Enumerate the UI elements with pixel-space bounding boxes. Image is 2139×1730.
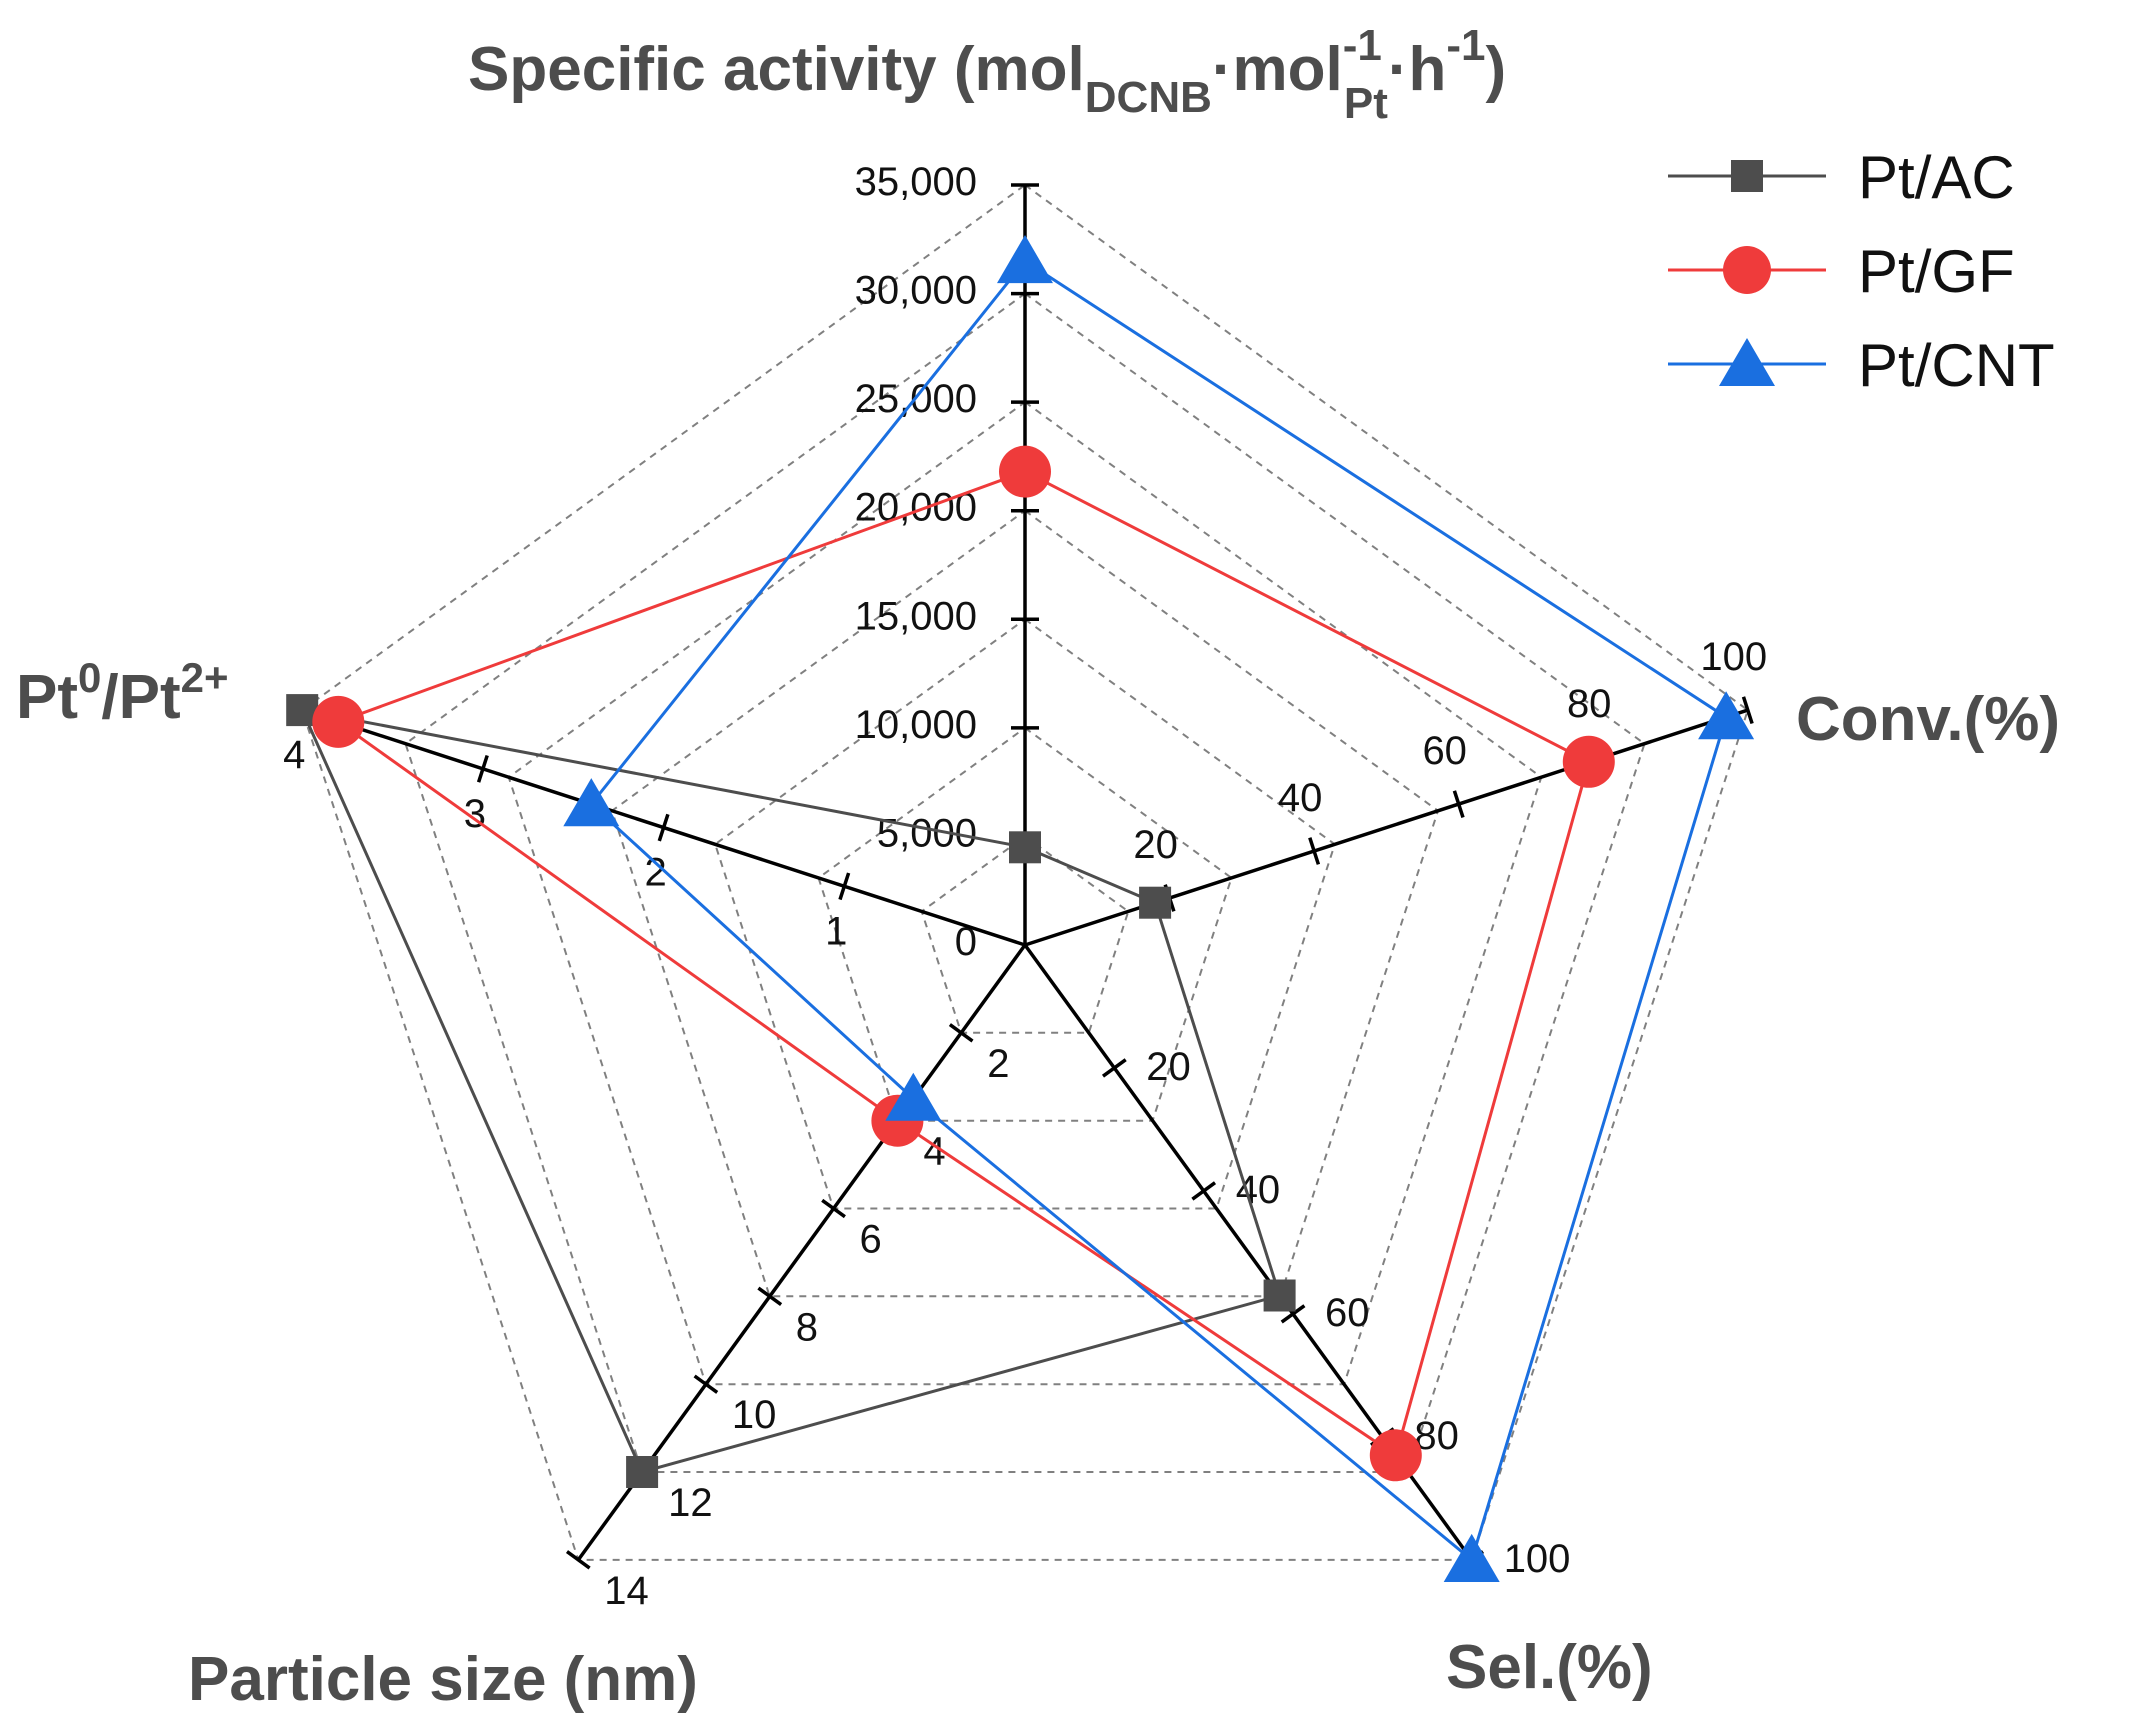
tick-label-conv-80: 80 — [1567, 682, 1612, 726]
tick-label-activity-35000: 35,000 — [855, 160, 977, 204]
point-pt-gf-ratio — [312, 695, 365, 748]
tick-mark-sel-40 — [1191, 1181, 1217, 1201]
grid-ring-7 — [301, 183, 1749, 1561]
tick-label-sel-100: 100 — [1504, 1537, 1571, 1581]
tick-label-activity-0: 0 — [955, 920, 977, 964]
point-pt-cnt-sel — [1443, 1533, 1500, 1582]
tick-mark-ratio-2 — [657, 813, 670, 842]
series-line-pt-ac — [299, 708, 1282, 1474]
axis-layer: 05,00010,00015,00020,00025,00030,00035,0… — [283, 160, 1767, 1613]
tick-label-activity-30000: 30,000 — [855, 269, 977, 313]
grid-ring-2 — [817, 726, 1233, 1122]
tick-mark-size-2 — [948, 1023, 974, 1043]
tick-label-ratio-2: 2 — [644, 851, 666, 895]
legend: Pt/AC Pt/GF Pt/CNT — [1668, 144, 2055, 399]
tick-label-sel-80: 80 — [1414, 1414, 1459, 1458]
point-pt-gf-sel — [1369, 1429, 1422, 1482]
grid-ring-6 — [404, 292, 1646, 1473]
tick-label-size-12: 12 — [668, 1481, 713, 1525]
point-pt-cnt-ratio — [563, 778, 620, 827]
tick-mark-size-10 — [693, 1374, 719, 1394]
axis-title-pt-ratio: Pt0/Pt2+ — [16, 654, 228, 732]
tick-label-sel-60: 60 — [1325, 1291, 1370, 1335]
tick-mark-size-6 — [821, 1198, 846, 1219]
tick-label-size-8: 8 — [796, 1305, 818, 1349]
tick-label-sel-40: 40 — [1236, 1168, 1281, 1212]
point-pt-gf-activity — [999, 445, 1051, 498]
tick-label-activity-15000: 15,000 — [855, 594, 977, 638]
tick-label-activity-10000: 10,000 — [855, 703, 977, 747]
tick-label-conv-40: 40 — [1278, 776, 1323, 820]
grid-layer — [301, 183, 1749, 1561]
tick-mark-sel-60 — [1280, 1304, 1306, 1324]
point-pt-cnt-conv — [1698, 691, 1755, 740]
tick-mark-size-14 — [565, 1550, 591, 1570]
legend-label-pt-ac: Pt/AC — [1858, 144, 2015, 211]
point-pt-gf-conv — [1562, 735, 1615, 788]
tick-label-activity-20000: 20,000 — [855, 486, 977, 530]
axis-title-selectivity: Sel.(%) — [1446, 1633, 1653, 1702]
tick-label-sel-20: 20 — [1146, 1045, 1191, 1089]
tick-mark-conv-100 — [1741, 696, 1754, 725]
tick-label-size-6: 6 — [860, 1218, 882, 1262]
legend-label-pt-cnt: Pt/CNT — [1858, 332, 2055, 399]
point-pt-ac-sel — [1263, 1279, 1296, 1312]
grid-ring-4 — [610, 509, 1440, 1298]
tick-label-conv-20: 20 — [1133, 823, 1178, 867]
tick-label-activity-5000: 5,000 — [877, 811, 977, 855]
point-pt-ac-activity — [1009, 831, 1041, 864]
legend-label-pt-gf: Pt/GF — [1858, 238, 2015, 305]
legend-marker-pt-gf — [1723, 246, 1771, 294]
series-line-pt-cnt — [589, 259, 1728, 1563]
axis-title-conversion: Conv.(%) — [1796, 685, 2060, 754]
tick-mark-size-8 — [757, 1286, 783, 1307]
tick-label-size-14: 14 — [604, 1569, 649, 1613]
axis-title-particle-size: Particle size (nm) — [188, 1645, 698, 1714]
point-pt-ac-size — [626, 1456, 659, 1488]
point-pt-ac-conv — [1139, 886, 1172, 919]
legend-marker-pt-ac — [1731, 160, 1763, 192]
legend-marker-pt-cnt — [1719, 338, 1775, 386]
series-layer — [286, 235, 1755, 1582]
tick-label-ratio-1: 1 — [825, 909, 847, 953]
tick-mark-sel-20 — [1101, 1058, 1127, 1078]
tick-mark-conv-60 — [1452, 790, 1465, 818]
tick-mark-ratio-3 — [476, 754, 489, 783]
tick-label-size-10: 10 — [732, 1393, 777, 1437]
grid-ring-1 — [920, 835, 1130, 1034]
tick-label-conv-100: 100 — [1700, 635, 1767, 679]
tick-label-size-2: 2 — [987, 1042, 1009, 1086]
tick-label-ratio-4: 4 — [283, 733, 305, 777]
point-pt-cnt-activity — [997, 235, 1053, 284]
series-line-pt-gf — [335, 469, 1591, 1458]
point-pt-cnt-size — [885, 1072, 942, 1121]
tick-mark-ratio-1 — [838, 872, 851, 901]
tick-label-conv-60: 60 — [1422, 729, 1467, 773]
tick-mark-conv-40 — [1308, 837, 1321, 865]
